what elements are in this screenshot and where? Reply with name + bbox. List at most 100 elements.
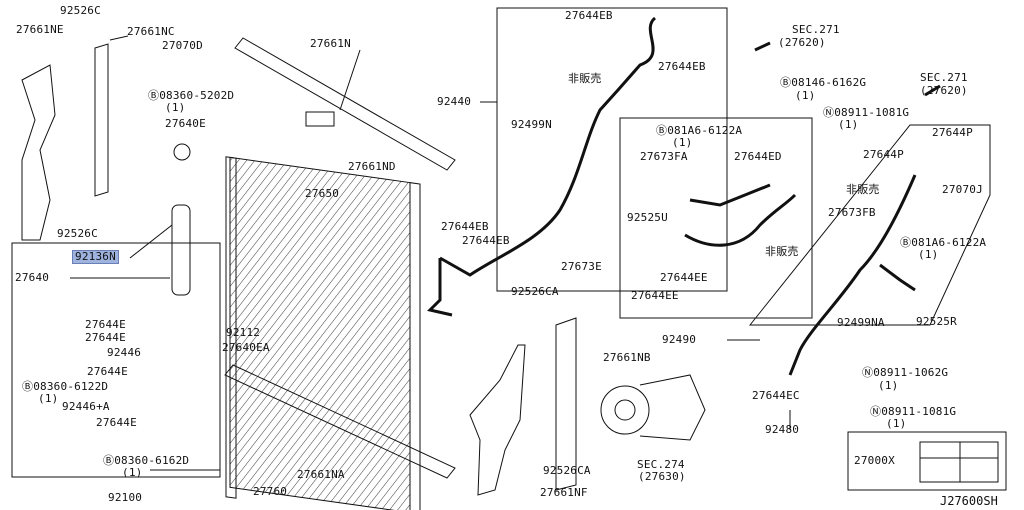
part-label-hanbaiko-2: 非販売 (846, 183, 880, 196)
part-label-081a6-6122a-b: Ⓑ081A6-6122A (900, 236, 987, 249)
part-label-08360-5202d-qty: (1) (165, 101, 186, 114)
seal-27661N (234, 37, 456, 171)
part-label-92526ca-bottom: 92526CA (543, 464, 591, 477)
part-label-27644e-3: 27644E (87, 365, 128, 378)
part-label-hanbaiko-1: 非販売 (568, 72, 602, 85)
part-label-08360-6162d: Ⓑ08360-6162D (103, 454, 190, 467)
part-label-27661nb: 27661NB (603, 351, 651, 364)
part-label-92490: 92490 (662, 333, 697, 346)
part-label-27644e-2: 27644E (85, 331, 126, 344)
pipe-92490-lower (684, 193, 797, 247)
part-label-92100: 92100 (108, 491, 143, 504)
part-label-08360-6122d-qty: (1) (38, 392, 59, 405)
pipe-92440 (439, 16, 657, 277)
part-label-27640e: 27640E (165, 117, 206, 130)
part-label-27661nd: 27661ND (348, 160, 396, 173)
compressor-body (639, 374, 706, 441)
arrow-sec271-a (754, 41, 771, 52)
part-label-08360-6122d: Ⓑ08360-6122D (22, 380, 109, 393)
part-label-27644eb-4: 27644EB (462, 234, 510, 247)
part-label-sec271-b: SEC.271 (920, 71, 968, 84)
condenser-tank-right (409, 182, 421, 510)
part-label-081a6-6122a-a-qty: (1) (672, 136, 693, 149)
diagram-code: J27600SH (940, 494, 998, 508)
part-label-sec274-sub: (27630) (638, 470, 686, 483)
part-label-27760: 27760 (253, 485, 288, 498)
part-label-92136n: 92136N (72, 250, 119, 264)
bracket-27661NF (469, 344, 526, 496)
part-label-27644p-b: 27644P (863, 148, 904, 161)
part-label-27644p-a: 27644P (932, 126, 973, 139)
part-label-08360-6162d-qty: (1) (122, 466, 143, 479)
part-label-27644ed: 27644ED (734, 150, 782, 163)
seal-27661NC (94, 43, 109, 197)
part-label-27673fa: 27673FA (640, 150, 688, 163)
part-label-92526c-top: 92526C (60, 4, 101, 17)
seal-27661NA (224, 364, 456, 479)
part-label-92499na: 92499NA (837, 316, 885, 329)
part-label-92499n: 92499N (511, 118, 552, 131)
label-27000X-frame (847, 431, 1007, 491)
seal-27661ND (305, 111, 335, 127)
part-label-08911-1062g: Ⓝ08911-1062G (862, 366, 949, 379)
part-label-sec271-a: SEC.271 (792, 23, 840, 36)
part-label-92525u: 92525U (627, 211, 668, 224)
part-label-27661nc: 27661NC (127, 25, 175, 38)
compressor-hub (614, 399, 636, 421)
part-label-27673e: 27673E (561, 260, 602, 273)
part-label-92446: 92446 (107, 346, 142, 359)
part-label-27640ea: 27640EA (222, 341, 270, 354)
pipe-92490-frame (619, 117, 813, 319)
part-label-08911-1081g-b-qty: (1) (886, 417, 907, 430)
part-label-27661nf: 27661NF (540, 486, 588, 499)
arrow-sec271-b (924, 84, 941, 97)
part-label-92440: 92440 (437, 95, 472, 108)
part-label-92112: 92112 (226, 326, 261, 339)
part-label-27000x: 27000X (854, 454, 895, 467)
part-label-08911-1062g-qty: (1) (878, 379, 899, 392)
part-label-08911-1081g-a: Ⓝ08911-1081G (823, 106, 910, 119)
bracket-27661NE (21, 64, 56, 241)
part-label-92526c-bottom: 92526C (57, 227, 98, 240)
part-label-081a6-6122a-b-qty: (1) (918, 248, 939, 261)
pipe-92440-end (427, 258, 453, 317)
part-label-27644eb-3: 27644EB (441, 220, 489, 233)
pipe-92490-upper (689, 183, 771, 207)
leader-27661NC (109, 35, 129, 41)
part-label-08911-1081g-b: Ⓝ08911-1081G (870, 405, 957, 418)
part-label-92480: 92480 (765, 423, 800, 436)
part-label-27644e-4: 27644E (96, 416, 137, 429)
part-label-92526ca-top: 92526CA (511, 285, 559, 298)
seal-27661NB (555, 317, 577, 491)
part-label-08146-6162g: Ⓑ08146-6162G (780, 76, 867, 89)
leader-92136N (129, 224, 173, 259)
condenser-tank-left (225, 156, 237, 499)
part-label-27673fb: 27673FB (828, 206, 876, 219)
part-label-27070d: 27070D (162, 39, 203, 52)
part-label-27650: 27650 (305, 187, 340, 200)
hose-92480 (788, 174, 917, 376)
receiver-drier (171, 204, 191, 296)
part-label-08146-6162g-qty: (1) (795, 89, 816, 102)
pipe-92440-frame (496, 7, 728, 292)
part-label-081a6-6122a-a: Ⓑ081A6-6122A (656, 124, 743, 137)
part-label-27661ne: 27661NE (16, 23, 64, 36)
part-label-92525r: 92525R (916, 315, 957, 328)
receiver-assembly-frame (11, 242, 221, 478)
leader-27661N (339, 49, 361, 111)
part-label-27661n: 27661N (310, 37, 351, 50)
part-label-27640: 27640 (15, 271, 50, 284)
part-label-sec274: SEC.274 (637, 458, 685, 471)
part-label-27644ee-1: 27644EE (660, 271, 708, 284)
part-label-92446+a: 92446+A (62, 400, 110, 413)
part-label-sec271-a-sub: (27620) (778, 36, 826, 49)
part-label-27070j: 27070J (942, 183, 983, 196)
part-label-27661na: 27661NA (297, 468, 345, 481)
label-27000X (919, 441, 999, 483)
part-label-08360-5202d: Ⓑ08360-5202D (148, 89, 235, 102)
part-label-27644eb-top: 27644EB (565, 9, 613, 22)
hose-92480-branch (879, 263, 916, 292)
part-label-27644ee-2: 27644EE (631, 289, 679, 302)
